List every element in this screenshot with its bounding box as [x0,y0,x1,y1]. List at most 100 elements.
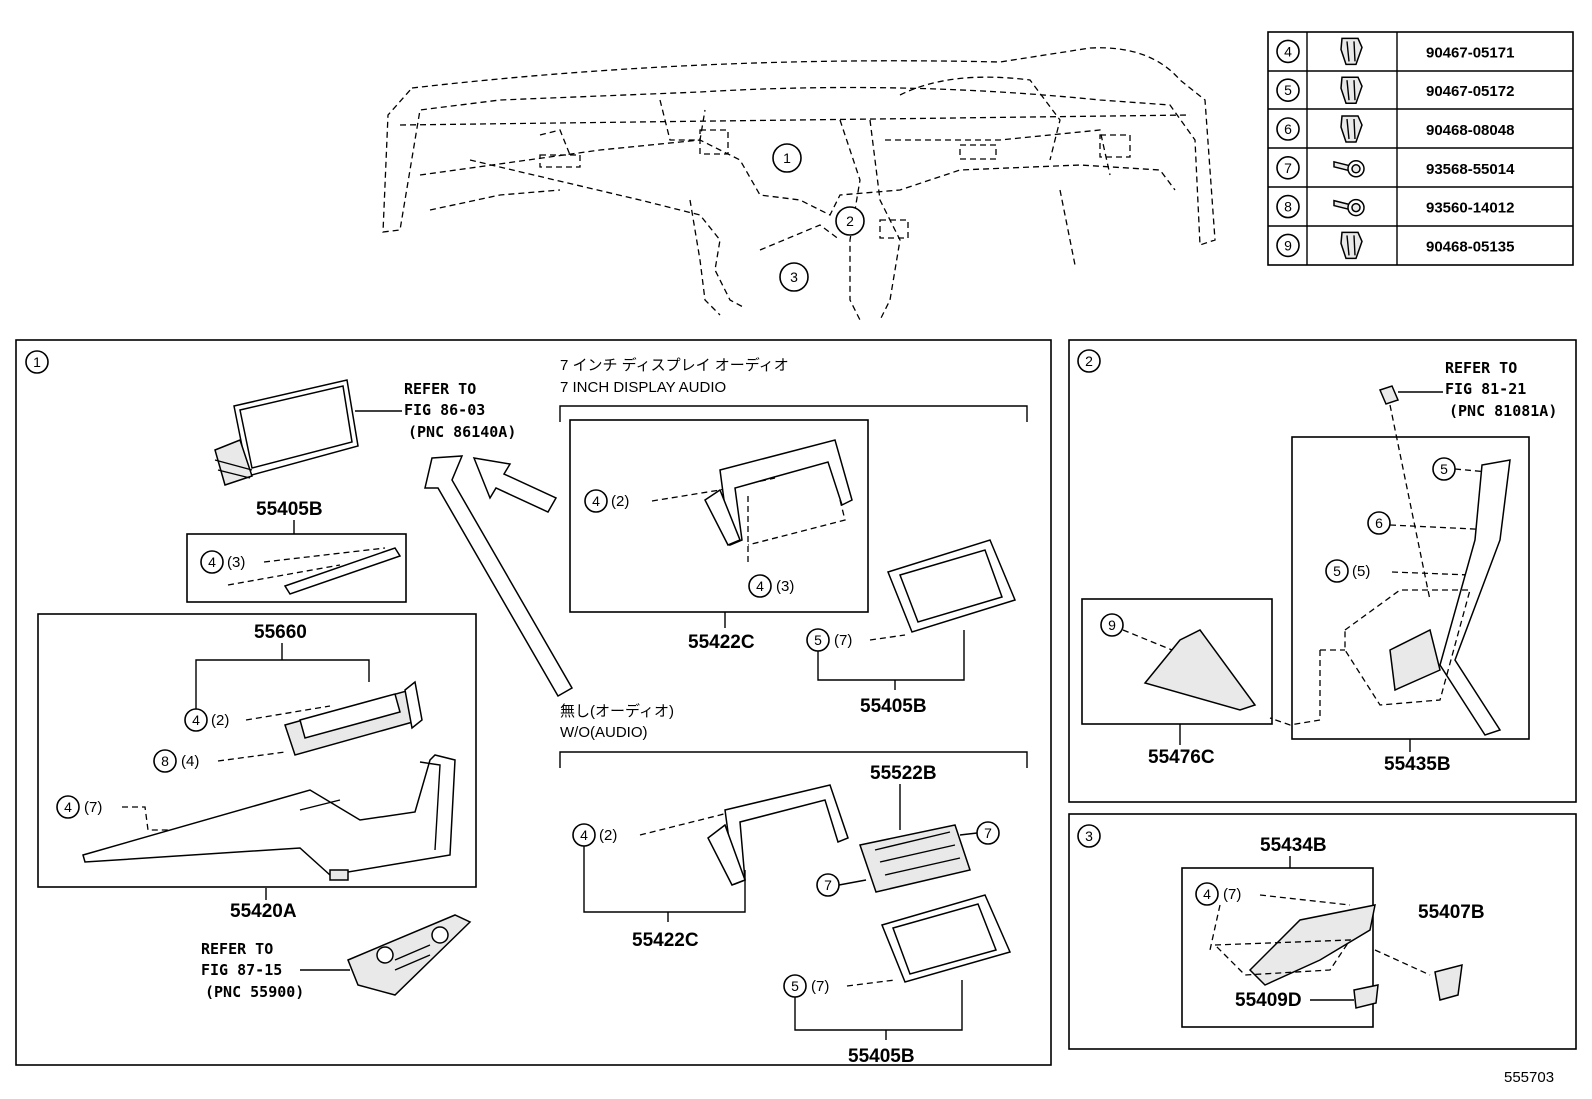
overview-callout-3-text: 3 [790,269,798,285]
callout-8-4-qty: (4) [181,753,199,770]
part-55405B-top: 55405B [256,499,323,520]
callout-5-5-p2-num: 5 [1333,563,1341,579]
table-row-number: 9 [1284,237,1292,253]
box-55434B [1181,867,1374,1028]
table-row-number-circle [1276,78,1300,102]
table-row-number: 6 [1284,121,1292,137]
callout-4-2-b-num: 4 [580,827,588,843]
strip-box [186,533,407,603]
part-55422C-a: 55422C [688,632,755,653]
table-row-part-number: 90468-05135 [1426,238,1514,255]
refer-to-fig-81-21: REFER TO FIG 81-21 (PNC 81081A) [1398,359,1557,420]
callout-4-2-a-num: 4 [592,493,600,509]
refer2-line3: (PNC 55900) [205,983,304,1001]
refer2-line2: FIG 87-15 [201,961,282,979]
callout-4-3-a-qty: (3) [776,578,794,595]
arrow-large [424,455,574,698]
clip-icon [1340,231,1363,260]
table-row-number-circle [1276,156,1300,180]
callout-5-7-a-num: 5 [814,632,822,648]
refer1-line2: FIG 86-03 [404,401,485,419]
part-55435B: 55435B [1384,754,1451,775]
table-row-part-number: 90468-08048 [1426,122,1514,139]
callout-9-p2: 9 [1100,613,1124,637]
part-55476C: 55476C [1148,747,1215,768]
panel-1-marker-text: 1 [33,354,41,370]
overview-callout-1: 1 [772,143,802,173]
callout-5-7-b-qty: (7) [811,978,829,995]
part-55420A: 55420A [230,901,297,922]
callout-4-2-b: 4 (2) [572,823,617,847]
part-55405B-a: 55405B [860,696,927,717]
part-55522B: 55522B [870,763,937,784]
refer1-line1: REFER TO [404,380,476,398]
part-55405B-b: 55405B [848,1046,915,1067]
callout-7-b: 7 [816,873,840,897]
callout-5-7-b: 5 (7) [783,974,829,998]
table-row-number-circle [1276,194,1300,219]
callout-4-3-a-num: 4 [756,578,764,594]
callout-7-a-num: 7 [984,825,992,841]
callout-5-7-a-qty: (7) [834,632,852,649]
section-7inch-en: 7 INCH DISPLAY AUDIO [560,379,726,396]
part-55409D: 55409D [1235,990,1302,1011]
overview-callout-1-text: 1 [783,150,791,166]
figure-id: 555703 [1504,1069,1554,1086]
screw-icon [1333,198,1365,217]
callout-4-2-b-qty: (2) [599,827,617,844]
callout-5-p2: 5 [1432,457,1456,481]
callout-7-a: 7 [976,821,1000,845]
section-7inch-jp: 7 インチ ディスプレイ オーディオ [560,356,789,374]
callout-5-p2-num: 5 [1440,461,1448,477]
callout-4-3-strip-num: 4 [208,554,216,570]
table-row-number-circle [1276,117,1300,141]
callout-4-7: 4 (7) [56,795,102,819]
refer3-line3: (PNC 81081A) [1449,402,1557,420]
callout-6-p2: 6 [1367,511,1391,535]
callout-5-5-p2: 5 (5) [1325,559,1370,583]
callout-4-7-p3: 4 (7) [1195,882,1241,906]
clip-icon [1340,115,1363,143]
overview-callout-3: 3 [779,262,809,292]
callout-4-3-strip-qty: (3) [227,554,245,571]
arrow-small [472,457,558,513]
part-55434B: 55434B [1260,835,1327,856]
section-wo-audio-bracket [559,751,1028,768]
box-55422C-a [569,419,869,613]
callout-4-7-qty: (7) [84,799,102,816]
refer-to-fig-86-03: REFER TO FIG 86-03 (PNC 86140A) [355,380,516,441]
overview-callout-2: 2 [835,206,865,236]
refer-to-fig-87-15: REFER TO FIG 87-15 (PNC 55900) [201,940,350,1001]
table-row-part-number: 90467-05172 [1426,83,1514,100]
callout-4-2-55660-qty: (2) [211,712,229,729]
section-wo-audio-en: W/O(AUDIO) [560,724,648,741]
callout-5-7-b-num: 5 [791,978,799,994]
table-row-number-circle [1276,233,1300,258]
panel-2-marker-text: 2 [1085,353,1093,369]
clip-icon [1340,76,1363,104]
callout-4-2-a-qty: (2) [611,493,629,510]
box-55476C [1081,598,1273,725]
refer3-line2: FIG 81-21 [1445,380,1526,398]
table-row-number: 4 [1284,43,1292,59]
callout-4-2-a: 4 (2) [584,489,629,513]
section-wo-audio-jp: 無し(オーディオ) [560,702,674,720]
panel-3-marker: 3 [1077,824,1101,848]
panel-3-frame [1068,813,1577,1050]
callout-4-7-num: 4 [64,799,72,815]
callout-4-3-a: 4 (3) [748,574,794,598]
callout-4-2-55660-num: 4 [192,712,200,728]
part-55407B-drawing [1434,963,1463,1001]
callout-4-3-strip: 4 (3) [200,550,245,574]
callout-7-b-num: 7 [824,877,832,893]
section-7inch-bracket [559,405,1028,422]
display-unit-drawing [214,379,359,486]
table-row-number: 8 [1284,199,1292,215]
box-55660-55420A [37,613,477,888]
table-row-number: 5 [1284,82,1292,98]
climate-control-drawing [347,914,472,996]
table-row: 6 90468-08048 [1276,115,1514,143]
callout-4-7-p3-qty: (7) [1223,886,1241,903]
